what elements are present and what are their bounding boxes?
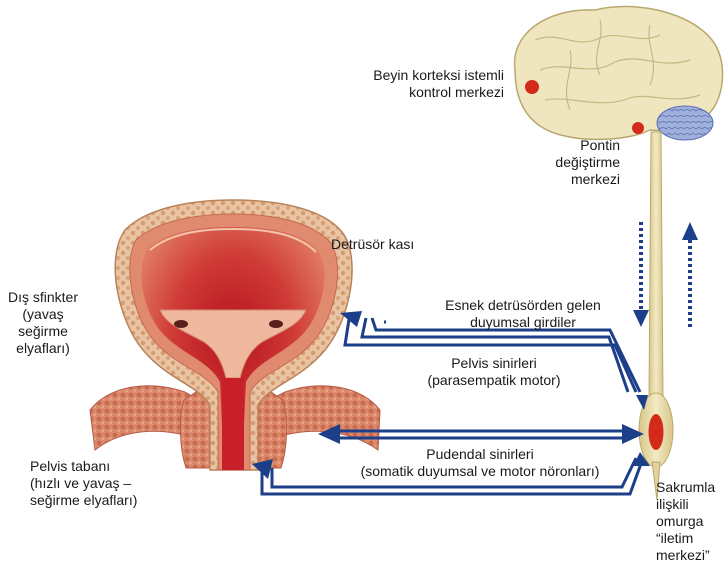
descending-dotted-arrow [633, 222, 649, 327]
external-sphincter-label: Dış sfinkter (yavaş seğirme elyafları) [0, 289, 86, 357]
pelvic-nerves-label: Pelvis sinirleri (parasempatik motor) [404, 355, 584, 389]
cortex-label: Beyin korteksi istemli kontrol merkezi [330, 67, 504, 101]
sacral-center-label: Sakrumla ilişkili omurga “iletim merkezi… [656, 479, 715, 564]
pontine-center-label: Pontin değiştirme merkezi [540, 137, 620, 188]
pontine-center-dot [632, 122, 644, 134]
cortex-center-dot [525, 80, 539, 94]
pelvic-floor-label: Pelvis tabanı (hızlı ve yavaş – seğirme … [30, 458, 137, 509]
brain-illustration [515, 7, 723, 140]
ascending-dotted-arrow [682, 222, 698, 327]
sacral-center-dot [649, 414, 664, 450]
pudendal-nerves-label: Pudendal sinirleri (somatik duyumsal ve … [340, 446, 620, 480]
sensory-arrowhead [340, 311, 362, 327]
stretch-input-label: Esnek detrüsörden gelen duyumsal girdile… [433, 297, 613, 331]
detrusor-muscle-label: Detrüsör kası [331, 236, 414, 253]
